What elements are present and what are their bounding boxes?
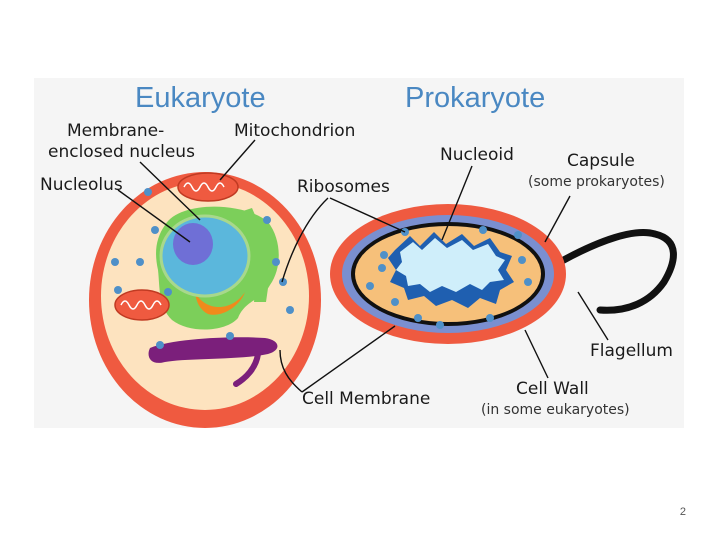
golgi-apparatus xyxy=(195,292,245,315)
mitochondrion-top xyxy=(177,172,239,202)
leader-ribosomes-eukaryote xyxy=(281,197,329,283)
prokaryote-title: Prokaryote xyxy=(405,82,545,114)
leader-lines xyxy=(117,139,609,393)
eukaryote-cell xyxy=(89,172,321,428)
mitochondrion-bottom xyxy=(114,289,170,321)
leader-cell-membrane-prokaryote xyxy=(301,325,396,393)
label-mitochondrion: Mitochondrion xyxy=(234,121,355,141)
vacuole-tail xyxy=(233,351,261,387)
leader-nucleoid xyxy=(441,165,473,241)
nucleolus xyxy=(173,223,213,265)
leader-membrane-nucleus xyxy=(139,161,201,221)
leader-mitochondrion xyxy=(219,139,256,181)
page-number: 2 xyxy=(679,506,686,518)
leader-nucleolus xyxy=(117,189,191,243)
endoplasmic-reticulum-fragments xyxy=(240,208,276,302)
leader-capsule xyxy=(544,195,571,243)
vacuole xyxy=(148,337,278,363)
label-nucleolus: Nucleolus xyxy=(40,175,123,195)
nucleoid xyxy=(396,238,505,292)
label-flagellum: Flagellum xyxy=(590,341,673,361)
label-capsule-note: (some prokaryotes) xyxy=(528,174,665,190)
prokaryote-cell xyxy=(330,204,677,344)
label-cell-membrane: Cell Membrane xyxy=(302,389,430,409)
label-ribosomes: Ribosomes xyxy=(297,177,390,197)
leader-cell-wall xyxy=(524,329,549,379)
leader-flagellum xyxy=(577,291,609,341)
label-capsule: Capsule xyxy=(567,151,635,171)
leader-ribosomes-prokaryote xyxy=(329,197,406,233)
eukaryote-title: Eukaryote xyxy=(135,82,266,114)
label-membrane-enclosed-nucleus-line1: Membrane- xyxy=(67,121,164,141)
eukaryote-ribosomes xyxy=(111,188,294,349)
label-nucleoid: Nucleoid xyxy=(440,145,514,165)
leader-cell-membrane-eukaryote xyxy=(279,349,303,393)
label-cell-wall: Cell Wall xyxy=(516,379,589,399)
label-cell-wall-note: (in some eukaryotes) xyxy=(481,402,630,418)
label-membrane-enclosed-nucleus-line2: enclosed nucleus xyxy=(48,142,195,162)
flagellum xyxy=(556,228,677,314)
